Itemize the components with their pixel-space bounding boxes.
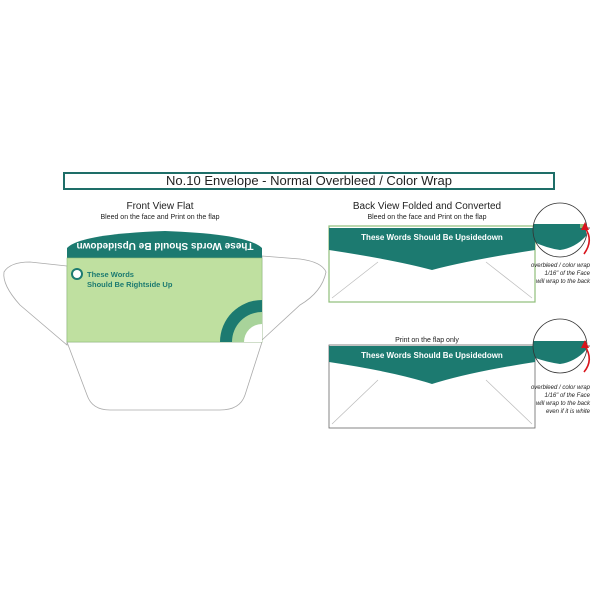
note-bottom-line1: overbleed / color wrap <box>530 385 590 391</box>
note-bottom: overbleed / color wrap 1/16" of the Face… <box>500 384 590 416</box>
front-flap-text: These Words Should Be Upsidedown <box>76 240 253 251</box>
wrap-arrow-bottom <box>583 345 591 373</box>
wrap-arrow-top <box>583 227 591 255</box>
print-flap-only-label: Print on the flap only <box>395 337 459 344</box>
note-top-line3: will wrap to the back <box>535 279 590 285</box>
right-side-flap <box>261 255 327 341</box>
front-view-heading: Front View Flat <box>126 201 194 212</box>
back-bottom-flap-text: These Words Should Be Upsidedown <box>361 351 503 360</box>
diagram-title: No.10 Envelope - Normal Overbleed / Colo… <box>166 173 452 188</box>
bottom-flap <box>66 341 263 411</box>
zoom-detail-bottom <box>533 319 587 373</box>
top-flap <box>67 231 262 258</box>
back-view-heading: Back View Folded and Converted <box>352 201 502 212</box>
note-bottom-line4: even if it is white <box>545 409 590 415</box>
title-box: No.10 Envelope - Normal Overbleed / Colo… <box>63 172 555 190</box>
back-top-flap <box>329 228 535 270</box>
back-bottom-flap <box>329 346 535 384</box>
face-text-line2: Should Be Rightside Up <box>87 280 173 289</box>
face-text-line1: These Words <box>87 270 134 279</box>
back-view-subheading: Bleed on the face and Print on the flap <box>367 214 487 221</box>
note-top: overbleed / color wrap 1/16" of the Face… <box>500 262 590 286</box>
note-bottom-line3: will wrap to the back <box>535 401 590 407</box>
back-top-flap-text: These Words Should Be Upsidedown <box>361 233 503 242</box>
note-top-line2: 1/16" of the Face <box>544 271 591 277</box>
zoom-detail-top <box>533 203 587 257</box>
note-bottom-line2: 1/16" of the Face <box>544 393 591 399</box>
note-top-line1: overbleed / color wrap <box>530 263 590 269</box>
left-side-flap <box>3 261 68 346</box>
front-view-subheading: Bleed on the face and Print on the flap <box>100 214 220 221</box>
